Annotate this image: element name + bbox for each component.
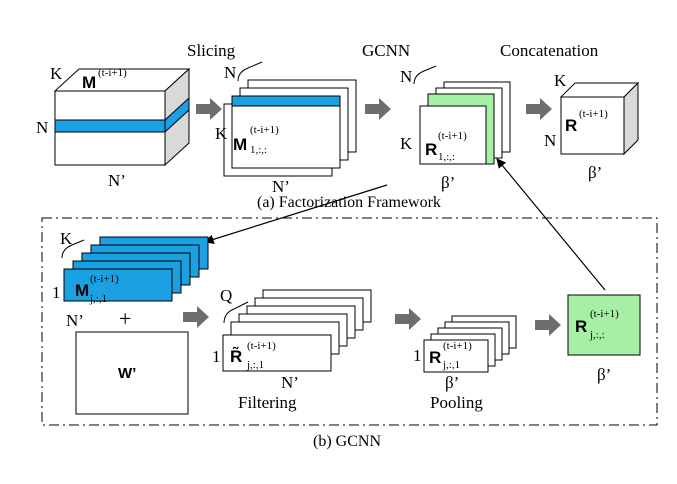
sup-slice: (t-i+1) [250, 124, 279, 136]
gcnn-brace-N [413, 65, 437, 85]
symbol-M-detail: M [75, 281, 89, 300]
sup-result: (t-i+1) [590, 308, 619, 320]
arrow-to-pooling [395, 308, 421, 330]
gcnn-output-stack [413, 65, 511, 165]
dim-beta-result: β’ [597, 365, 611, 384]
sup-cube: (t-i+1) [98, 67, 127, 79]
sup-detail: (t-i+1) [90, 273, 119, 285]
dim-Nprime-filtering: N’ [281, 373, 299, 392]
sup-pooling: (t-i+1) [443, 340, 472, 352]
dim-K-detail: K [60, 229, 73, 248]
symbol-R-gcnn: R [425, 140, 437, 159]
dim-Nprime-cube: N’ [108, 171, 126, 190]
symbol-M-slice: M [233, 135, 247, 154]
dim-1-pooling: 1 [413, 346, 422, 365]
filtering-brace-Q [223, 301, 249, 324]
sub-detail: j,:,1 [89, 293, 107, 305]
arrow-detail-to-gcnn [496, 158, 606, 291]
pooling-stack [423, 315, 517, 373]
dim-beta-pooling: β’ [445, 373, 459, 392]
slice-stack [223, 61, 357, 177]
dim-N-output: N [544, 131, 556, 150]
dim-N-cube: N [36, 118, 48, 137]
symbol-M-cube: M [82, 73, 96, 92]
symbol-Rtilde-filtering: R̃ [230, 346, 242, 366]
detail-input-stack [61, 236, 209, 302]
tensor-slice-band [54, 119, 166, 133]
output-tensor-cube [559, 81, 640, 156]
stage-label-gcnn: GCNN [362, 41, 410, 60]
dim-N-slices: N [224, 63, 236, 82]
dim-Nprime-slices: N’ [272, 177, 290, 196]
stage-label-concatenation: Concatenation [500, 41, 599, 60]
sub-filtering: j,:,1 [246, 359, 264, 371]
dim-K-slices: K [215, 124, 228, 143]
input-tensor-cube [53, 67, 191, 167]
sup-filtering: (t-i+1) [247, 340, 276, 352]
dim-K-output: K [554, 71, 567, 90]
stage-label-slicing: Slicing [187, 41, 236, 60]
arrow-to-gcnn [365, 98, 391, 120]
slice-brace-N [237, 61, 263, 82]
slice-top-band [231, 95, 341, 107]
stage-label-pooling: Pooling [430, 393, 483, 412]
symbol-R-pooling: R [429, 348, 441, 367]
dim-1-detail: 1 [52, 283, 61, 302]
sup-output: (t-i+1) [579, 108, 608, 120]
arrow-to-filtering [183, 306, 209, 328]
sub-gcnn: 1,:,: [438, 151, 455, 163]
dim-beta-gcnn: β’ [441, 173, 455, 192]
symbol-W-prime: W’ [118, 365, 136, 382]
sup-gcnn: (t-i+1) [438, 130, 467, 142]
dim-N-gcnn: N [400, 67, 412, 86]
arrow-slice-to-detail [204, 184, 388, 244]
symbol-R-result: R [575, 317, 587, 336]
caption-framework: (a) Factorization Framework [257, 194, 441, 211]
arrow-to-concatenation [526, 98, 552, 120]
sub-pooling: j,:,1 [442, 359, 460, 371]
dim-Q-filtering: Q [220, 286, 232, 305]
arrow-to-slicing [196, 98, 222, 120]
dim-Nprime-detail: N’ [66, 311, 84, 330]
symbol-R-output: R [565, 116, 577, 135]
sub-result: j,:,: [589, 329, 605, 341]
arrow-to-result [535, 314, 561, 336]
gcnn-result-square [567, 294, 641, 356]
weight-matrix-box [75, 331, 189, 415]
gcnn-detail-box [41, 217, 658, 426]
dim-1-filtering: 1 [212, 347, 221, 366]
dim-K-cube: K [50, 64, 63, 83]
dim-beta-output: β’ [588, 163, 602, 182]
filtering-stack [222, 289, 372, 372]
caption-gcnn: (b) GCNN [313, 433, 381, 450]
stage-label-filtering: Filtering [238, 393, 297, 412]
dim-K-gcnn: K [400, 134, 413, 153]
plus-sign: + [119, 306, 131, 331]
detail-brace-K [61, 239, 85, 259]
sub-slice: 1,:,: [250, 144, 267, 156]
